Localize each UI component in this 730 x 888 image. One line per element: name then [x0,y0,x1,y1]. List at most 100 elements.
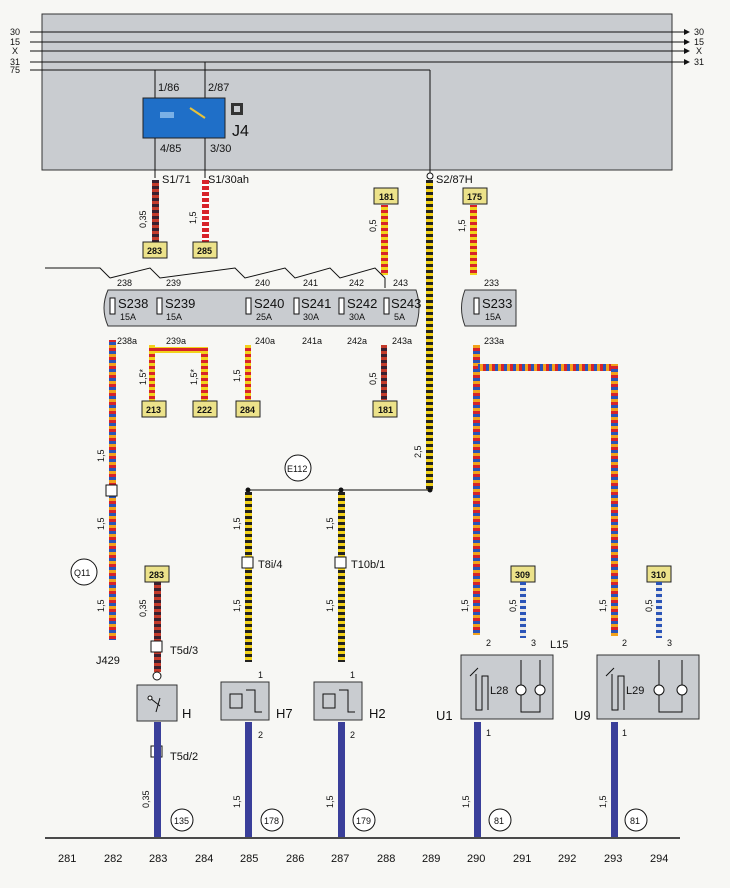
gauge-283: 0,35 [138,210,148,228]
svg-text:15A: 15A [485,312,501,322]
splice-s2 [426,172,434,180]
svg-text:243: 243 [393,278,408,288]
svg-text:239a: 239a [166,336,186,346]
svg-text:S240: S240 [254,296,284,311]
svg-text:238a: 238a [117,336,137,346]
relay-label: J4 [232,123,249,140]
svg-text:283: 283 [149,570,164,580]
svg-text:S243: S243 [391,296,421,311]
wire-233a-u1 [473,345,480,635]
svg-text:222: 222 [197,405,212,415]
fuse-243: 243 S243 5A 243a [383,278,421,346]
e112-marker [284,454,312,482]
connector-j429-mark [105,484,118,497]
wire-243a [381,345,387,400]
col-288: 288 [377,853,395,865]
fuse-233: 233 S233 15A 233a [473,278,512,346]
gauge-222: 1,5* [189,368,199,385]
j429-label: J429 [96,655,120,667]
ref-175: 175 [462,187,488,205]
col-283: 283 [149,853,167,865]
gauge-238a-1: 1,5 [96,449,106,462]
ground-ref-81-b: 81 [624,808,648,832]
gauges-middle: 1,5* 1,5* 1,5 0,5 2,5 1,5 1,5 1,5 [96,368,423,612]
svg-text:30A: 30A [349,312,365,322]
e112-label: E112 [287,464,307,474]
svg-text:T8i/4: T8i/4 [258,559,282,571]
bus-right-15: 15 [694,37,704,47]
ref-283-top: 283 [142,241,168,259]
svg-text:S238: S238 [118,296,148,311]
ground-ref-81-a: 81 [488,808,512,832]
connector-s1-71: S1/71 [162,174,191,186]
gauge-284: 1,5 [232,369,242,382]
col-293: 293 [604,853,622,865]
relay-pin-85: 4/85 [160,143,181,155]
gauge-h-ground: 0,35 [141,790,151,808]
svg-text:240: 240 [255,278,270,288]
col-292: 292 [558,853,576,865]
ref-283-bottom: 283 [144,565,170,583]
wire-310 [656,582,662,638]
gauge-h2-b: 1,5 [325,599,335,612]
ref-222: 222 [192,400,218,418]
ref-181-bottom: 181 [372,400,398,418]
gauge-u9-ground: 1,5 [598,795,608,808]
svg-text:238: 238 [117,278,132,288]
svg-text:310: 310 [651,570,666,580]
svg-text:178: 178 [264,816,279,826]
fuse-242: 242 S242 30A 242a [338,278,377,346]
col-286: 286 [286,853,304,865]
svg-text:233: 233 [484,278,499,288]
svg-text:283: 283 [147,246,162,256]
fuse-feed-line [45,267,386,279]
fuse-240: 240 S240 25A 240a [245,278,284,346]
svg-text:S242: S242 [347,296,377,311]
wire-u1-ground [474,722,481,837]
column-numbers: 281 282 283 284 285 286 287 288 289 290 … [58,853,668,865]
bus-right-31: 31 [694,57,704,67]
gauge-238a-2: 1,5 [96,517,106,530]
u9-pin-1: 1 [622,728,627,738]
bus-left-30: 30 [10,27,20,37]
u1-pin-3: 3 [531,638,536,648]
wire-h2-ground [338,722,345,837]
gauge-h2-ground: 1,5 [325,795,335,808]
gauge-181b: 0,5 [368,372,378,385]
connector-t8i4: T8i/4 [241,556,282,571]
wire-309 [520,582,526,638]
svg-text:S233: S233 [482,296,512,311]
svg-text:179: 179 [356,816,371,826]
wire-175 [470,205,477,275]
ref-285: 285 [192,241,218,259]
gauges-upper: 0,35 1,5 0,5 1,5 [138,210,467,232]
bus-lines [30,31,684,175]
bus-right-x: X [696,46,702,56]
ground-ref-178: 178 [260,808,284,832]
relay-body [142,97,226,139]
ref-213: 213 [141,400,167,418]
component-h7-label: H7 [276,706,293,721]
gauge-h: 0,35 [138,599,148,617]
wire-h2 [338,492,345,662]
component-u9-label: U9 [574,708,591,723]
h2-pin-1: 1 [350,670,355,680]
svg-text:T10b/1: T10b/1 [351,559,385,571]
gauge-h7-a: 1,5 [232,517,242,530]
q11-marker [70,558,98,586]
h7-pin-2: 2 [258,730,263,740]
q11-label: Q11 [74,568,90,578]
wire-u9-ground [611,722,618,837]
component-l15-label: L15 [550,639,568,651]
svg-text:181: 181 [378,405,393,415]
col-282: 282 [104,853,122,865]
gauge-h7-ground: 1,5 [232,795,242,808]
central-panel [41,13,673,171]
gauge-h7-b: 1,5 [232,599,242,612]
svg-text:S239: S239 [165,296,195,311]
wire-h-ground [154,722,161,837]
u9-pin-3: 3 [667,638,672,648]
wire-233a-u9 [611,364,618,636]
component-h2-label: H2 [369,706,386,721]
component-h-label: H [182,706,191,721]
